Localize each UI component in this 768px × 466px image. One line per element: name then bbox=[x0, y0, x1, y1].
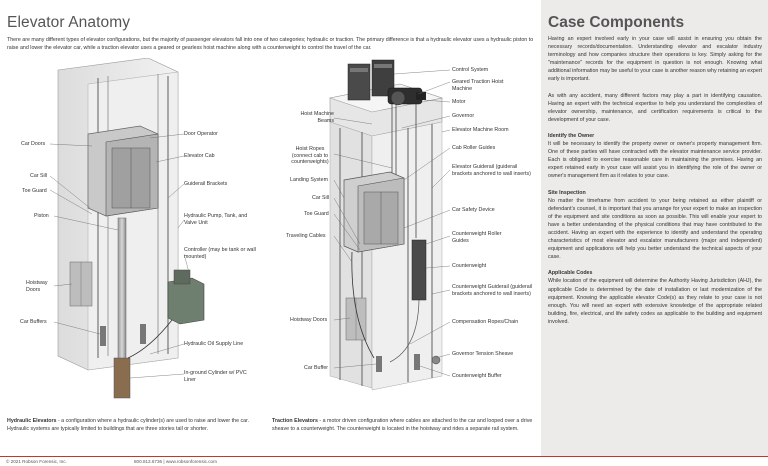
footer-contact[interactable]: 800.813.6736 | www.robsonforensic.com bbox=[134, 459, 217, 464]
footer: © 2021 Robson Forensic, Inc. 800.813.673… bbox=[0, 456, 768, 466]
traction-shaft bbox=[328, 59, 444, 391]
caption-hydraulic: Hydraulic Elevators - a configuration wh… bbox=[7, 417, 269, 433]
anatomy-title: Elevator Anatomy bbox=[7, 14, 131, 31]
label-control-system: Control System bbox=[452, 67, 489, 73]
heading-identify-owner: Identify the Owner bbox=[548, 132, 595, 139]
case-components-body: Having an expert involved early in your … bbox=[548, 35, 762, 334]
label-car-buffer: Car Buffer bbox=[304, 365, 329, 371]
label-cw-guiderail: Counterweight Guiderail (guiderail brack… bbox=[452, 284, 533, 297]
label-guiderail-brackets: Guiderail Brackets bbox=[184, 181, 228, 187]
label-oil-supply: Hydraulic Oil Supply Line bbox=[184, 341, 244, 347]
label-inground-cylinder: In-ground Cylinder w/ PVC Liner bbox=[184, 370, 247, 383]
case-components-panel bbox=[541, 0, 768, 456]
label-traction-car-sill: Car Sill bbox=[312, 195, 330, 201]
label-cw-roller-guides: Counterweight Roller Guides bbox=[452, 231, 502, 244]
elevator-diagrams: Car Doors Door Operator Elevator Cab Car… bbox=[0, 58, 541, 410]
label-traction-hoistway-doors: Hoistway Doors bbox=[290, 317, 328, 323]
caption-traction-title: Traction Elevators bbox=[272, 418, 318, 424]
label-counterweight: Counterweight bbox=[452, 263, 487, 269]
hydraulic-shaft bbox=[57, 58, 205, 399]
caption-traction: Traction Elevators - a motor driven conf… bbox=[272, 417, 536, 433]
caption-hydraulic-title: Hydraulic Elevators bbox=[7, 418, 57, 424]
anatomy-intro: There are many different types of elevat… bbox=[7, 37, 534, 51]
caption-hydraulic-text: - a configuration where a hydraulic cyli… bbox=[7, 418, 250, 432]
paragraph-expert-early: Having an expert involved early in your … bbox=[548, 36, 762, 83]
label-hoist-ropes: Hoist Ropes (connect cab to counterweigh… bbox=[291, 146, 329, 165]
caption-traction-text: - a motor driven configuration where cab… bbox=[272, 418, 533, 432]
label-door-operator: Door Operator bbox=[184, 131, 218, 137]
label-elevator-guiderail: Elevator Guiderail (guiderail brackets a… bbox=[452, 164, 531, 177]
label-pump-tank: Hydraulic Pump, Tank, and Valve Unit bbox=[184, 213, 248, 226]
elevator-illustration bbox=[49, 58, 451, 399]
label-motor: Motor bbox=[452, 99, 466, 105]
label-car-doors: Car Doors bbox=[21, 141, 46, 147]
label-machine-room: Elevator Machine Room bbox=[452, 127, 509, 133]
label-governor: Governor bbox=[452, 113, 475, 119]
paragraph-identify-owner: It will be necessary to identify the pro… bbox=[548, 141, 762, 180]
anatomy-panel: Elevator Anatomy There are many differen… bbox=[0, 14, 541, 433]
label-toe-guard: Toe Guard bbox=[22, 188, 47, 194]
label-controller: Controller (may be tank or wall mounted) bbox=[184, 247, 256, 260]
label-traction-toe-guard: Toe Guard bbox=[304, 211, 329, 217]
label-landing-system: Landing System bbox=[290, 177, 328, 183]
traction-leaders bbox=[333, 69, 451, 377]
paragraph-applicable-codes: While location of the equipment will det… bbox=[548, 278, 762, 325]
label-hoistway-doors: Hoistway Doors bbox=[26, 280, 48, 293]
label-elevator-cab: Elevator Cab bbox=[184, 153, 215, 159]
label-car-sill: Car Sill bbox=[30, 173, 48, 179]
label-cab-roller-guides: Cab Roller Guides bbox=[452, 145, 496, 151]
label-comp-ropes: Compensation Ropes/Chain bbox=[452, 319, 519, 325]
footer-copyright: © 2021 Robson Forensic, Inc. bbox=[6, 459, 67, 464]
label-piston: Piston bbox=[34, 213, 49, 219]
case-components-title: Case Components bbox=[548, 14, 685, 31]
label-car-buffers: Car Buffers bbox=[20, 319, 47, 325]
heading-applicable-codes: Applicable Codes bbox=[548, 270, 593, 277]
label-hoist-beams: Hoist Machine Beams bbox=[300, 111, 334, 124]
label-cw-buffer: Counterweight Buffer bbox=[452, 373, 502, 379]
paragraph-causation: As with any accident, many different fac… bbox=[548, 92, 762, 123]
label-governor-sheave: Governor Tension Sheave bbox=[452, 351, 514, 357]
heading-site-inspection: Site Inspection bbox=[548, 189, 586, 196]
paragraph-site-inspection: No matter the timeframe from accident to… bbox=[548, 197, 762, 261]
hydraulic-leaders bbox=[49, 133, 191, 379]
label-geared-hoist: Geared Traction Hoist Machine bbox=[452, 79, 504, 92]
label-traveling-cables: Traveling Cables bbox=[286, 233, 326, 239]
label-car-safety-device: Car Safety Device bbox=[452, 207, 495, 213]
